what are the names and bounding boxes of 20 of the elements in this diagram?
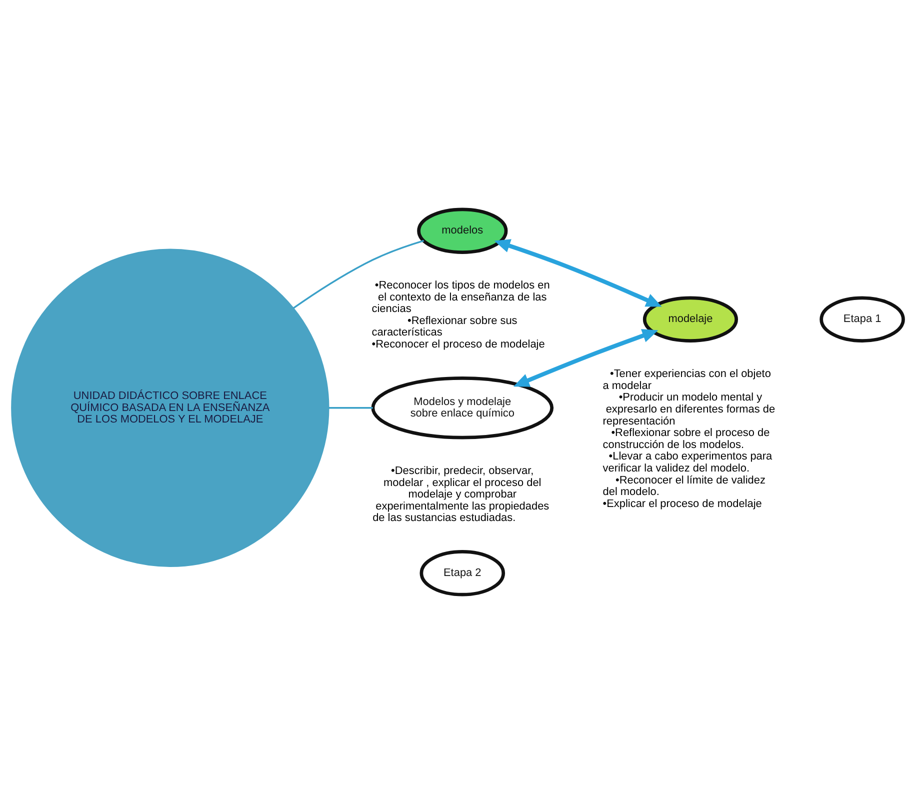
node-circle: UNIDAD DIDÁCTICO SOBRE ENLACE QUÍMICO BASADA EN LA ENSEÑANZA DE LOS MODELOS Y EL MODELAJE: [11, 248, 330, 566]
node-label: •Describir, predecir, observar, modelar , explicar el proceso del modelaje y comprobar experimentalmente las propiedades de las sustancias estudiadas.: [372, 464, 550, 524]
arrow: [494, 238, 662, 306]
connector: [293, 239, 424, 308]
node-ellipse: modelaje: [642, 296, 738, 342]
node-label: •Tener experiencias con el objeto a modelar: [602, 368, 771, 392]
node-label: •Llevar a cabo experimentos para verificar la validez del modelo.: [602, 450, 772, 474]
node-label: •Reconocer el límite de validez del modelo.: [602, 474, 766, 498]
node-label: •Reconocer el proceso de modelaje: [372, 338, 545, 350]
node-ellipse: modelos: [417, 207, 508, 254]
node-ellipse: Etapa 2: [420, 550, 506, 596]
connector: [328, 406, 373, 408]
node-label: •Producir un modelo mental y expresarlo en diferentes formas de representación: [602, 391, 776, 427]
node-label: •Explicar el proceso de modelaje: [602, 497, 762, 510]
node-label: •Reflexionar sobre el proceso de construcción de los modelos.: [602, 426, 770, 450]
arrow: [513, 328, 658, 386]
node-label: •Reconocer los tipos de modelos en el contexto de la enseñanza de las ciencias: [372, 279, 550, 315]
node-ellipse: Etapa 1: [820, 296, 905, 342]
node-label: •Reflexionar sobre sus características: [372, 314, 518, 338]
node-ellipse: Modelos y modelaje sobre enlace químico: [371, 376, 554, 439]
